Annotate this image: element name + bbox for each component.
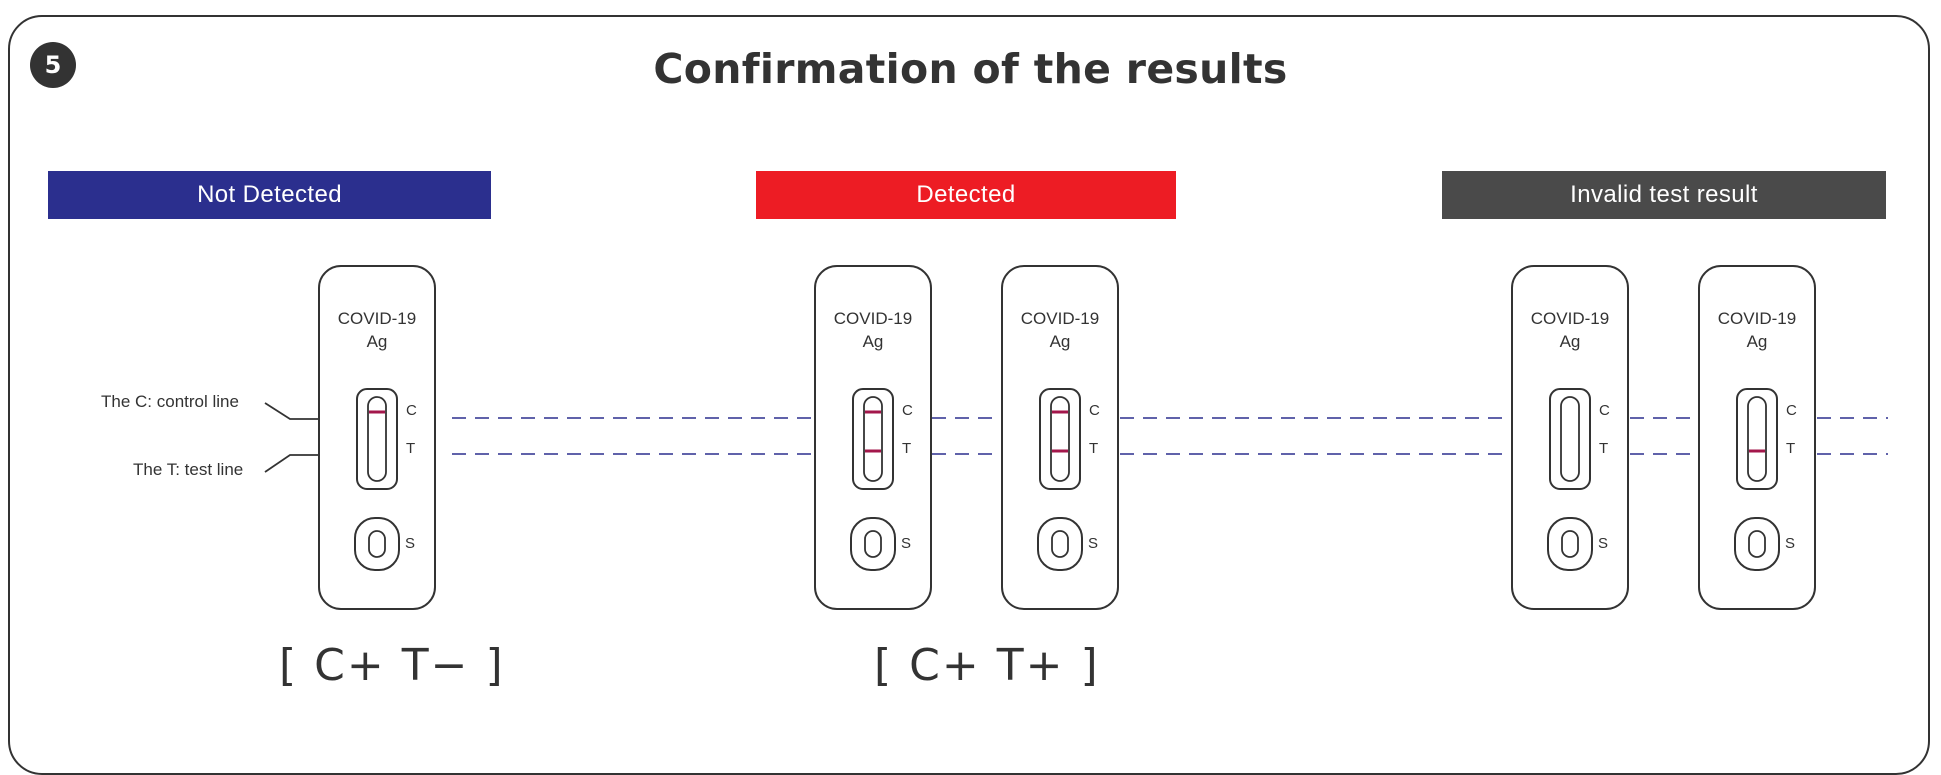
sample-well-inner xyxy=(1561,530,1579,558)
cassette-label-ag: Ag xyxy=(1049,332,1071,351)
header-not-detected: Not Detected xyxy=(48,171,491,219)
cassette-label-name: COVID-19 xyxy=(1020,309,1100,328)
cassette-label-name: COVID-19 xyxy=(1717,309,1797,328)
cassette-label-ag: Ag xyxy=(366,332,388,351)
header-invalid: Invalid test result xyxy=(1442,171,1886,219)
page-title: Confirmation of the results xyxy=(653,45,1288,93)
cassette-label-name: COVID-19 xyxy=(337,309,417,328)
sample-well-inner xyxy=(1051,530,1069,558)
step-number-badge: 5 xyxy=(30,42,76,88)
sample-well-inner xyxy=(368,530,386,558)
c-mark-label: C xyxy=(902,402,913,419)
t-mark-label: T xyxy=(406,440,416,457)
cassette-label-ag: Ag xyxy=(862,332,884,351)
c-mark-label: C xyxy=(1786,402,1797,419)
result-window-inner xyxy=(1050,396,1070,482)
formula-positive: [ C+ T+ ] xyxy=(874,640,1100,691)
s-mark-label: S xyxy=(1088,535,1099,552)
s-mark-label: S xyxy=(901,535,912,552)
sample-well-inner xyxy=(864,530,882,558)
t-mark-label: T xyxy=(1089,440,1099,457)
result-window-inner xyxy=(367,396,387,482)
guide-lines xyxy=(452,417,1888,455)
s-mark-label: S xyxy=(1598,535,1609,552)
cassettes xyxy=(318,265,1816,610)
t-mark-label: T xyxy=(1786,440,1796,457)
c-mark-label: C xyxy=(1089,402,1100,419)
sample-well-inner xyxy=(1748,530,1766,558)
c-mark-label: C xyxy=(406,402,417,419)
callout-control-line: The C: control line xyxy=(101,392,239,411)
formula-negative: [ C+ T− ] xyxy=(279,640,505,691)
cassette-label-name: COVID-19 xyxy=(1530,309,1610,328)
cassette-label-ag: Ag xyxy=(1746,332,1768,351)
cassette-label-name: COVID-19 xyxy=(833,309,913,328)
cassette-label-ag: Ag xyxy=(1559,332,1581,351)
callout-test-line: The T: test line xyxy=(133,460,244,479)
result-window-inner xyxy=(863,396,883,482)
cassette-diagram xyxy=(264,265,1888,610)
result-window-inner xyxy=(1747,396,1767,482)
t-mark-label: T xyxy=(1599,440,1609,457)
s-mark-label: S xyxy=(1785,535,1796,552)
s-mark-label: S xyxy=(405,535,416,552)
result-window-inner xyxy=(1560,396,1580,482)
c-mark-label: C xyxy=(1599,402,1610,419)
header-detected: Detected xyxy=(756,171,1176,219)
t-mark-label: T xyxy=(902,440,912,457)
